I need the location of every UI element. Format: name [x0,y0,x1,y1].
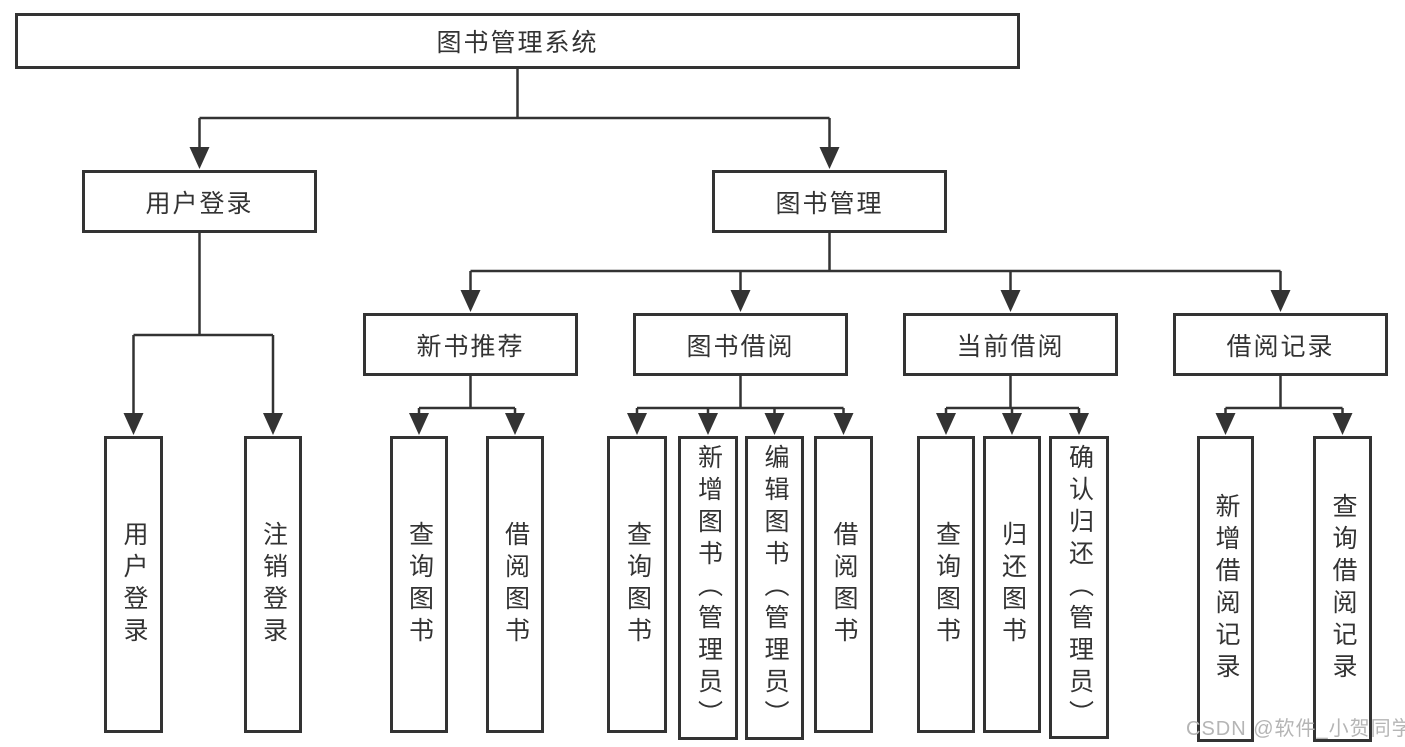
node-book-management: 图书管理 [712,170,947,233]
leaf-query-books: 查询图书 [917,436,975,733]
leaf-add-borrow-record: 新增借阅记录 [1197,436,1254,742]
leaf-borrow-books: 借阅图书 [814,436,873,733]
arrowhead [505,413,525,435]
leaf-query-books: 查询图书 [390,436,448,733]
leaf-label: 查询借阅记录 [1329,493,1357,685]
node-current-borrow: 当前借阅 [903,313,1118,376]
leaf-label: 借阅图书 [830,520,858,649]
arrowhead [627,413,647,435]
arrowhead [460,290,481,312]
leaf-user-login: 用户登录 [104,436,163,733]
arrowhead [1270,290,1291,312]
leaf-borrow-books: 借阅图书 [486,436,544,733]
node-new-book-recommend: 新书推荐 [363,313,578,376]
node-book-borrow: 图书借阅 [633,313,848,376]
leaf-add-book-admin: 新增图书（管理员） [678,436,738,740]
connector-root-split [198,69,831,148]
leaf-label: 查询图书 [623,520,652,649]
connector-new-book-split [417,376,517,414]
leaf-query-books: 查询图书 [607,436,667,733]
arrowhead [764,413,785,435]
arrowhead [189,147,210,169]
arrowhead [1069,413,1089,435]
leaf-label: 查询图书 [405,520,434,649]
leaf-label: 注销登录 [259,520,288,649]
leaf-logout: 注销登录 [244,436,302,733]
leaf-label: 确认归还（管理员） [1065,443,1094,732]
arrowhead [123,413,144,435]
connector-current-borrow-split [944,376,1081,414]
arrowhead [1000,290,1021,312]
arrowhead [698,413,718,435]
leaf-label: 借阅图书 [501,520,530,649]
arrowhead [1332,413,1353,435]
leaf-label: 归还图书 [998,520,1027,649]
arrowhead [936,413,956,435]
arrowhead [819,147,840,169]
connector-user-login-split [132,233,275,414]
leaf-confirm-return-admin: 确认归还（管理员） [1049,436,1109,739]
arrowhead [409,413,429,435]
arrowhead [730,290,751,312]
node-user-login: 用户登录 [82,170,317,233]
connector-records-split [1224,376,1344,414]
arrowhead [263,413,283,435]
arrowhead [1002,413,1022,435]
leaf-label: 查询图书 [932,520,961,649]
connector-book-mgmt-split [469,233,1282,291]
leaf-return-books: 归还图书 [983,436,1041,733]
leaf-label: 用户登录 [120,520,148,649]
node-root: 图书管理系统 [15,13,1020,69]
connector-book-borrow-split [635,376,845,414]
csdn-watermark: CSDN @软件_小贺同学 [1186,718,1405,740]
arrowhead [833,413,854,435]
leaf-edit-book-admin: 编辑图书（管理员） [745,436,804,740]
arrowhead [1215,413,1236,435]
leaf-label: 新增图书（管理员） [694,444,723,732]
node-borrow-records: 借阅记录 [1173,313,1388,376]
leaf-label: 新增借阅记录 [1212,493,1240,685]
leaf-query-borrow-record: 查询借阅记录 [1313,436,1372,742]
leaf-label: 编辑图书（管理员） [761,444,789,732]
